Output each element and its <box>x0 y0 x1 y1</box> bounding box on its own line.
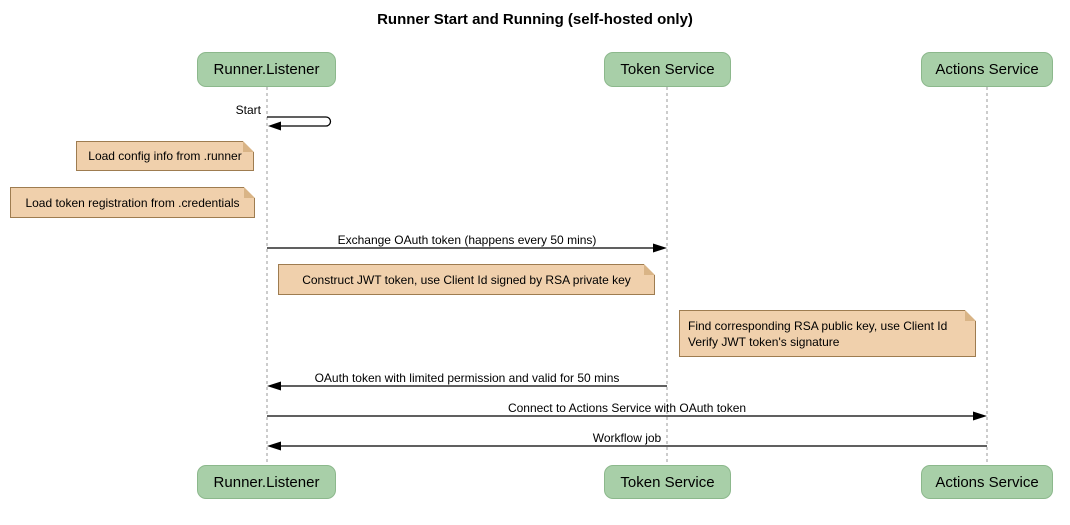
participant-token-service-top: Token Service <box>604 52 731 87</box>
participant-actions-service-bottom: Actions Service <box>921 465 1053 499</box>
arrowhead-exchange-oauth <box>653 243 667 253</box>
participant-runner-listener-top: Runner.Listener <box>197 52 336 87</box>
message-arrow-start-self-loop <box>267 116 332 127</box>
note-construct-jwt: Construct JWT token, use Client Id signe… <box>278 264 655 295</box>
message-label-exchange-oauth: Exchange OAuth token (happens every 50 m… <box>337 233 597 247</box>
participant-token-service-bottom: Token Service <box>604 465 731 499</box>
arrowhead-workflow-job <box>267 441 281 451</box>
participant-runner-listener-bottom: Runner.Listener <box>197 465 336 499</box>
message-label-oauth-token-return: OAuth token with limited permission and … <box>314 371 620 385</box>
note-load-token-registration: Load token registration from .credential… <box>10 187 255 218</box>
diagram-title: Runner Start and Running (self-hosted on… <box>377 11 693 28</box>
note-find-rsa-public-key: Find corresponding RSA public key, use C… <box>679 310 976 357</box>
arrowhead-connect-actions <box>973 411 987 421</box>
message-label-start: Start <box>235 103 261 117</box>
participant-actions-service-top: Actions Service <box>921 52 1053 87</box>
arrowhead-start <box>268 121 281 131</box>
note-load-config: Load config info from .runner <box>76 141 254 171</box>
message-label-connect-actions: Connect to Actions Service with OAuth to… <box>507 401 747 415</box>
message-label-workflow-job: Workflow job <box>592 431 662 445</box>
arrowhead-oauth-token-return <box>267 381 281 391</box>
